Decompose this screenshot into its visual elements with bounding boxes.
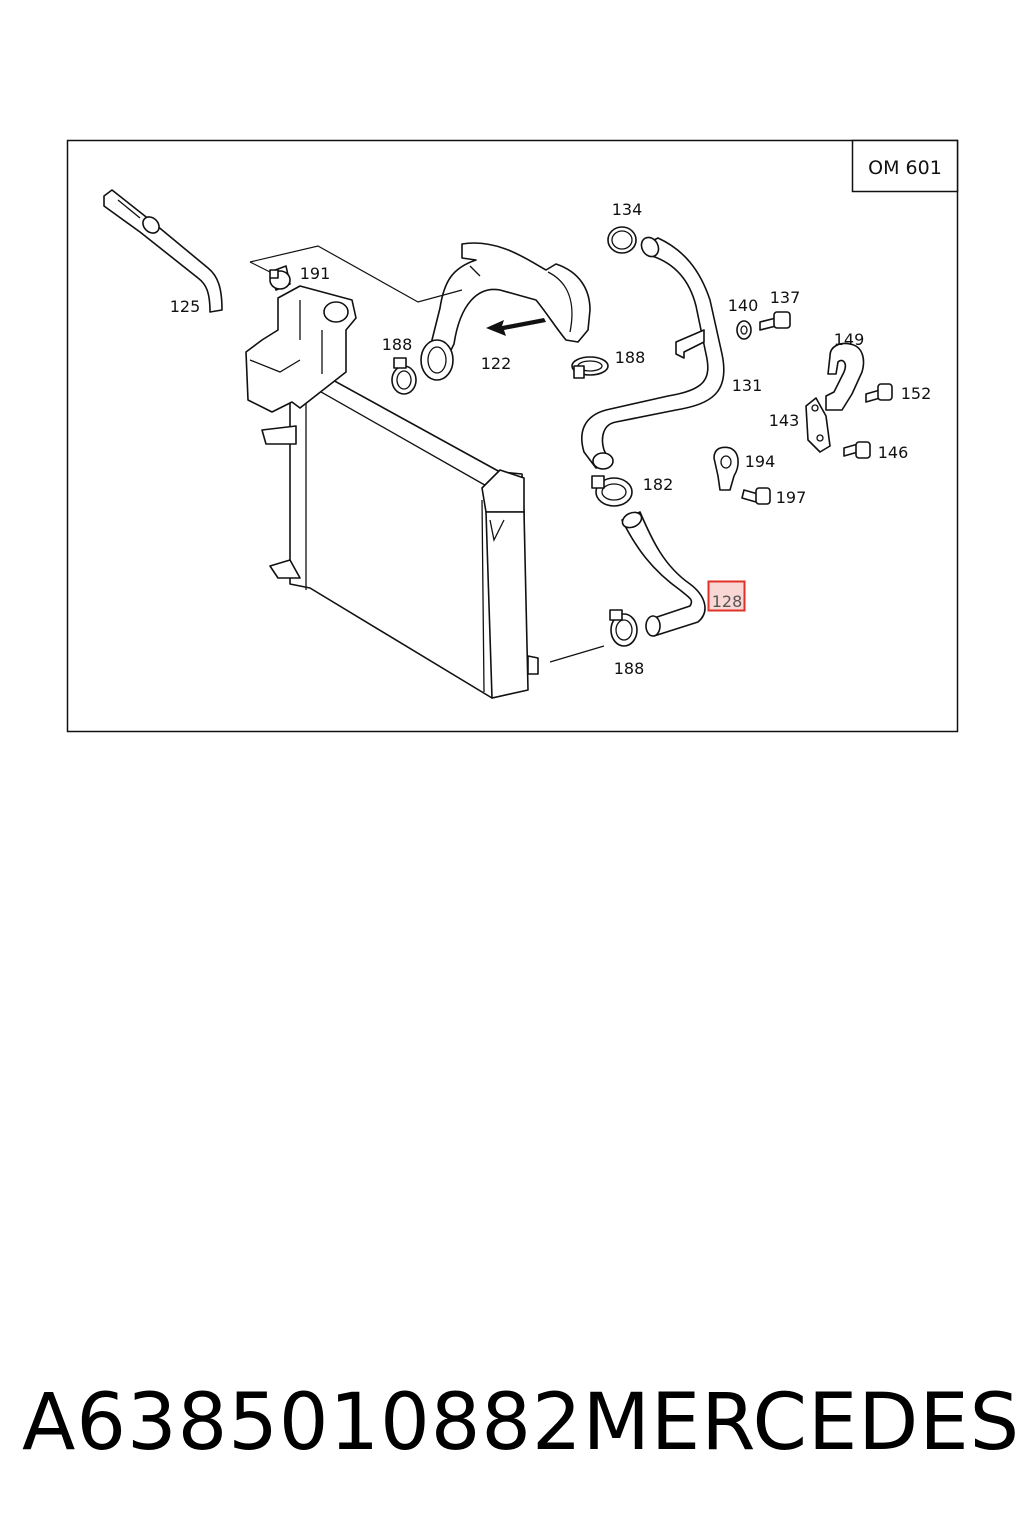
brand-name: MERCEDES bbox=[582, 1378, 1021, 1468]
hose-122[interactable] bbox=[420, 242, 591, 381]
parts-diagram: OM 601 bbox=[66, 139, 959, 733]
label-188-upper-left: 188 bbox=[382, 335, 413, 354]
bolt-152[interactable] bbox=[865, 383, 893, 403]
label-149: 149 bbox=[834, 330, 865, 349]
washer-140[interactable] bbox=[736, 320, 752, 340]
highlight-box bbox=[707, 580, 746, 612]
hose-125[interactable] bbox=[103, 189, 223, 313]
clamp-188-lower[interactable] bbox=[609, 609, 638, 647]
clamp-188-upper-left[interactable] bbox=[391, 357, 417, 395]
label-182: 182 bbox=[643, 475, 674, 494]
engine-code: OM 601 bbox=[868, 157, 942, 179]
label-146: 146 bbox=[878, 443, 909, 462]
label-194: 194 bbox=[745, 452, 776, 471]
label-131: 131 bbox=[732, 376, 763, 395]
label-128[interactable]: 128 bbox=[712, 592, 743, 611]
clamp-188-upper-right[interactable] bbox=[571, 356, 609, 379]
engine-code-box bbox=[851, 139, 959, 193]
bolt-197[interactable] bbox=[741, 487, 771, 505]
label-143: 143 bbox=[769, 411, 800, 430]
label-140: 140 bbox=[728, 296, 759, 315]
caption: A6385010882 MERCEDES bbox=[22, 1368, 1019, 1478]
clip-149[interactable] bbox=[825, 342, 865, 411]
label-188-lower: 188 bbox=[614, 659, 645, 678]
clamp-194[interactable] bbox=[713, 446, 739, 491]
bolt-137[interactable] bbox=[759, 311, 791, 331]
bolt-146[interactable] bbox=[843, 441, 871, 459]
clamp-191[interactable] bbox=[269, 269, 291, 290]
label-122: 122 bbox=[481, 354, 512, 373]
diagram-frame bbox=[66, 139, 959, 733]
radiator[interactable] bbox=[261, 361, 539, 699]
clamp-182[interactable] bbox=[591, 475, 633, 507]
label-188-upper-right: 188 bbox=[615, 348, 646, 367]
label-125: 125 bbox=[170, 297, 201, 316]
flow-arrow-icon bbox=[486, 318, 546, 336]
leader-lines bbox=[249, 245, 605, 663]
hose-131[interactable] bbox=[581, 234, 725, 470]
label-191: 191 bbox=[300, 264, 331, 283]
label-152: 152 bbox=[901, 384, 932, 403]
label-197: 197 bbox=[776, 488, 807, 507]
bracket-143[interactable] bbox=[805, 397, 831, 453]
label-134: 134 bbox=[612, 200, 643, 219]
hose-128[interactable] bbox=[620, 509, 706, 637]
o-ring-134[interactable] bbox=[607, 226, 637, 254]
part-number: A6385010882 bbox=[22, 1378, 583, 1468]
label-137: 137 bbox=[770, 288, 801, 307]
